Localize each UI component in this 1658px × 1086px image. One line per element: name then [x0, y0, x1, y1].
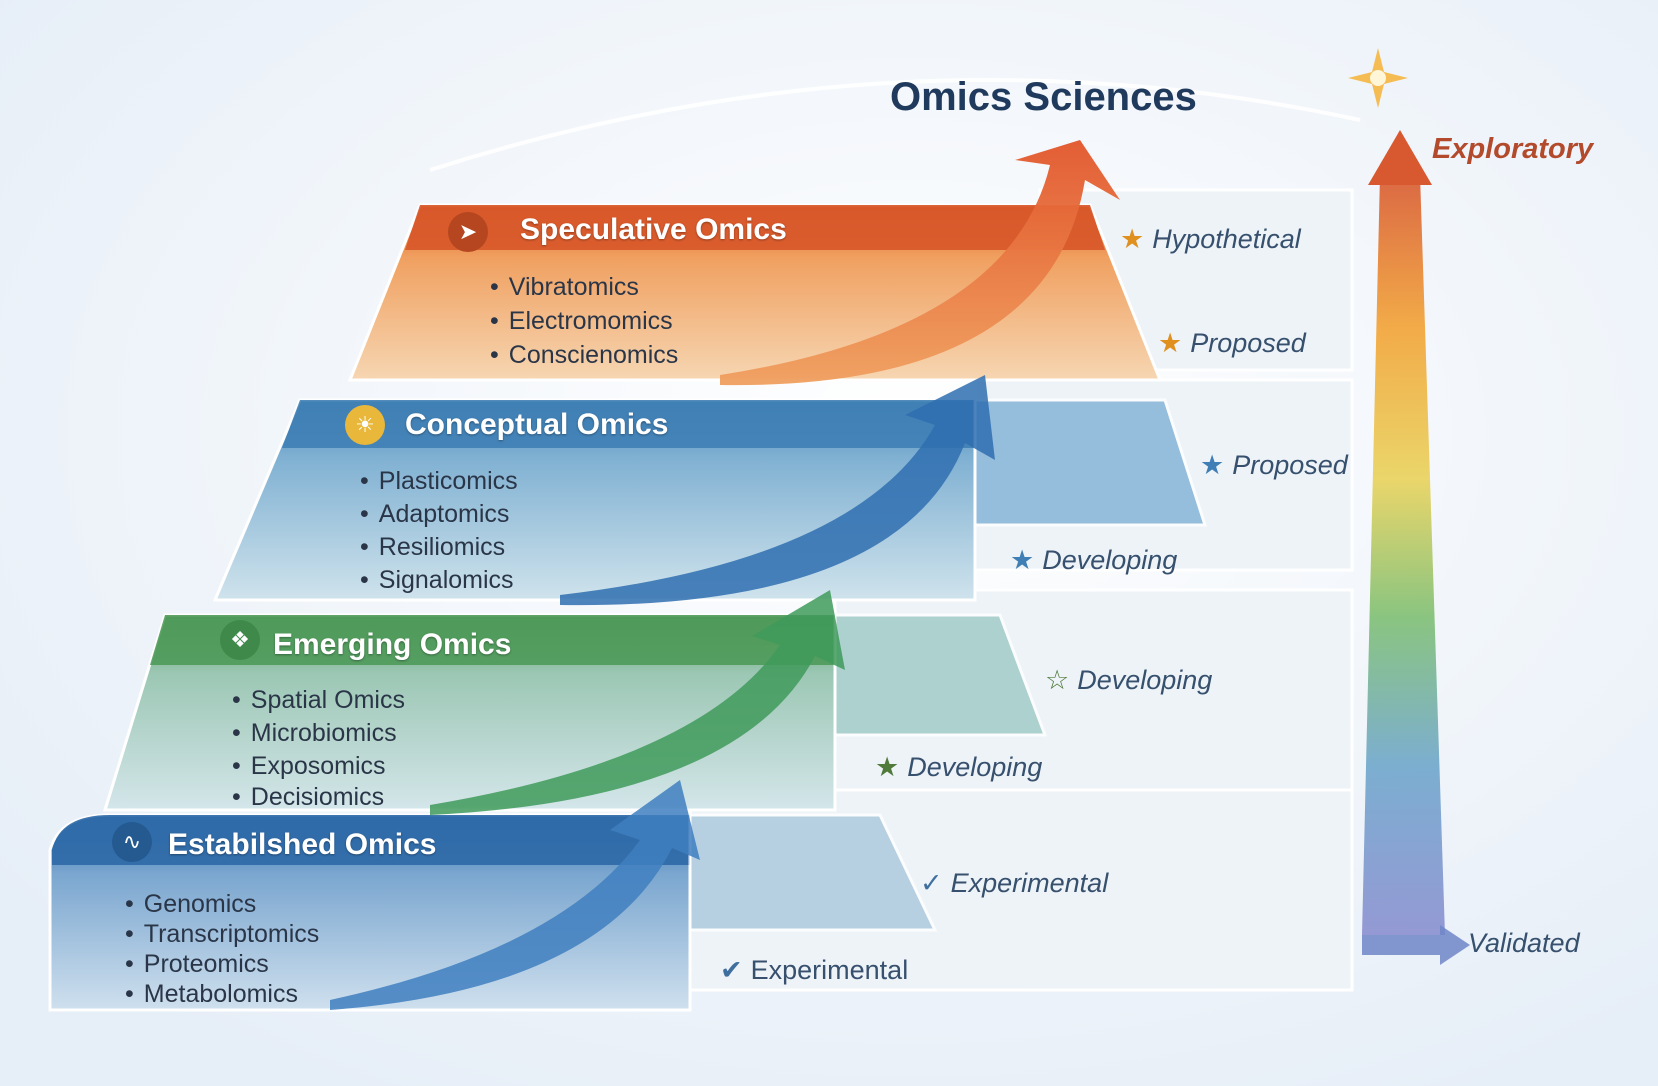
status-label-established-2: ✔Experimental [720, 955, 909, 985]
conceptual-tier-header [282, 400, 975, 448]
axis-bar [1362, 175, 1445, 935]
check-icon: ✔ [720, 955, 743, 985]
axis-label-exploratory: Exploratory [1432, 133, 1594, 165]
star-icon: ★ [1120, 224, 1145, 254]
molecule-icon: ❖ [220, 620, 260, 660]
emerging-side-panel [833, 613, 1048, 737]
growth-arrow-conceptual [560, 375, 995, 606]
sparkle-icon [1348, 48, 1408, 108]
tier-title-established: Estabilshed Omics [168, 828, 437, 861]
tier-item: Transcriptomics [125, 920, 320, 949]
tier-item: Signalomics [360, 566, 514, 595]
tier-item: Microbiomics [232, 719, 397, 748]
established-side-panel [688, 813, 938, 932]
axis-label-validated: Validated [1468, 928, 1580, 958]
tier-item: Genomics [125, 890, 257, 919]
tier-item: Adaptomics [360, 500, 510, 529]
speculative-tier-header [405, 205, 1105, 250]
status-label-conceptual-1: ★Proposed [1200, 450, 1348, 480]
star-icon: ☆ [1045, 665, 1070, 695]
status-label-established-1: ✓Experimental [920, 868, 1109, 898]
tier-item: Exposomics [232, 752, 386, 781]
status-label-emerging-1: ☆Developing [1045, 665, 1213, 695]
axis-bottom-arrow [1362, 925, 1470, 965]
tier-item: Proteomics [125, 950, 269, 979]
dna-icon: ∿ [112, 822, 152, 862]
growth-arrow-emerging [430, 590, 845, 815]
growth-arrow-speculative [720, 140, 1120, 386]
diagram-title: Omics Sciences [890, 75, 1197, 119]
star-icon: ★ [875, 752, 900, 782]
star-icon: ★ [1010, 545, 1035, 575]
conceptual-side-panel [973, 398, 1208, 527]
tier-title-conceptual: Conceptual Omics [405, 408, 669, 441]
tier-item: Spatial Omics [232, 686, 405, 715]
tier-title-speculative: Speculative Omics [520, 213, 787, 246]
tier-item: Vibratomics [490, 273, 639, 302]
tier-title-emerging: Emerging Omics [273, 628, 512, 661]
growth-arrow-established [330, 780, 700, 1010]
rocket-icon: ➤ [448, 212, 488, 252]
lightbulb-icon: ☀ [345, 405, 385, 445]
tier-item: Plasticomics [360, 467, 518, 496]
top-arc [429, 78, 1361, 172]
star-icon: ★ [1200, 450, 1225, 480]
established-tier-header [52, 815, 690, 865]
status-label-speculative-1: ★Hypothetical [1120, 224, 1301, 254]
tier-item: Decisiomics [232, 783, 384, 812]
tier-item: Electromomics [490, 307, 673, 336]
tier-item: Metabolomics [125, 980, 298, 1009]
axis-arrowhead [1368, 130, 1432, 185]
star-icon: ★ [1158, 328, 1183, 358]
check-icon: ✓ [920, 868, 943, 898]
status-label-emerging-2: ★Developing [875, 752, 1043, 782]
emerging-tier-header [150, 615, 835, 665]
tier-item: Conscienomics [490, 341, 679, 370]
tier-item: Resiliomics [360, 533, 505, 562]
status-label-conceptual-2: ★Developing [1010, 545, 1178, 575]
status-label-speculative-2: ★Proposed [1158, 328, 1306, 358]
